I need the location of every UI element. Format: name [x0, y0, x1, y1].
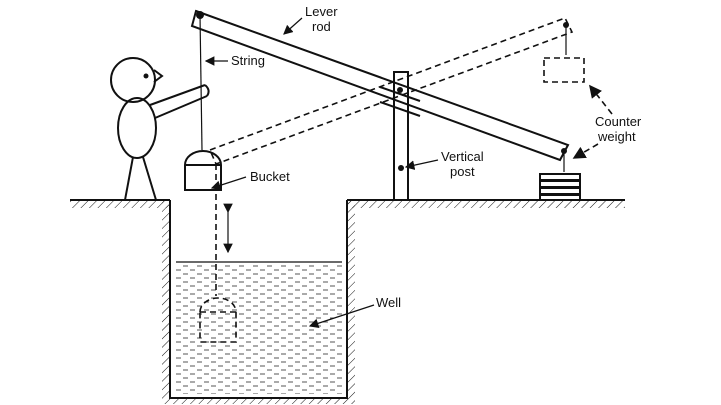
svg-text:String: String	[231, 53, 265, 68]
label-string: String	[204, 53, 265, 68]
counter-weight	[539, 151, 581, 201]
vertical-post	[393, 71, 409, 201]
string	[199, 14, 203, 151]
label-bucket: Bucket	[210, 169, 290, 190]
bucket	[184, 150, 222, 191]
svg-text:Counter: Counter	[595, 114, 642, 129]
label-lever-rod: Lever rod	[283, 4, 338, 35]
svg-text:rod: rod	[312, 19, 331, 34]
water	[176, 261, 342, 394]
svg-text:post: post	[450, 164, 475, 179]
label-well: Well	[308, 295, 401, 328]
well-pit	[162, 200, 355, 404]
svg-text:Lever: Lever	[305, 4, 338, 19]
svg-text:Bucket: Bucket	[250, 169, 290, 184]
svg-text:Vertical: Vertical	[441, 149, 484, 164]
svg-text:Well: Well	[376, 295, 401, 310]
svg-text:weight: weight	[597, 129, 636, 144]
label-vertical-post: Vertical post	[404, 149, 484, 179]
counter-weight-alt-position	[543, 25, 585, 83]
label-counter-weight: Counter weight	[572, 84, 642, 159]
person	[110, 57, 210, 201]
lever-rod	[190, 9, 570, 162]
